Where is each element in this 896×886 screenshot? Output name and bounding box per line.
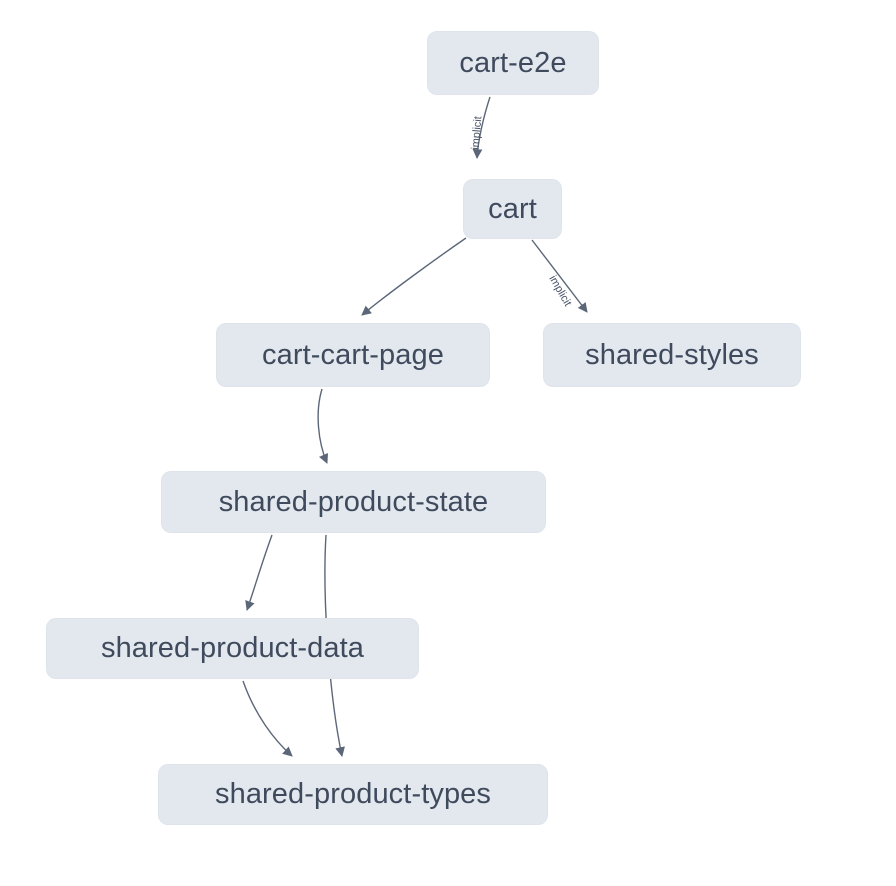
edge-label-cart-to-shared-styles: implicit (546, 273, 574, 309)
edge-product-data-to-product-types[interactable] (242, 680, 293, 757)
graph-node-shared-product-state[interactable]: shared-product-state (161, 471, 546, 533)
graph-node-cart[interactable]: cart (463, 179, 562, 239)
graph-node-label: shared-product-types (214, 778, 492, 810)
graph-node-label: cart-cart-page (262, 338, 444, 371)
edge-label-cart-e2e-to-cart: implicit (469, 115, 485, 151)
graph-node-label: shared-product-data (100, 632, 365, 664)
edge-product-state-to-product-data[interactable] (245, 534, 273, 611)
graph-node-shared-product-data[interactable]: shared-product-data (46, 618, 419, 679)
graph-node-cart-cart-page[interactable]: cart-cart-page (216, 323, 490, 387)
graph-node-label: shared-product-state (218, 485, 489, 518)
graph-node-label: shared-styles (585, 338, 759, 371)
graph-node-cart-e2e[interactable]: cart-e2e (427, 31, 599, 95)
edge-cart-cart-page-to-product-state[interactable] (317, 388, 329, 464)
graph-node-shared-product-types[interactable]: shared-product-types (158, 764, 548, 825)
edge-cart-to-cart-cart-page[interactable] (361, 237, 467, 316)
graph-node-label: cart-e2e (459, 46, 567, 79)
graph-node-shared-styles[interactable]: shared-styles (543, 323, 801, 387)
graph-node-label: cart (488, 192, 537, 225)
